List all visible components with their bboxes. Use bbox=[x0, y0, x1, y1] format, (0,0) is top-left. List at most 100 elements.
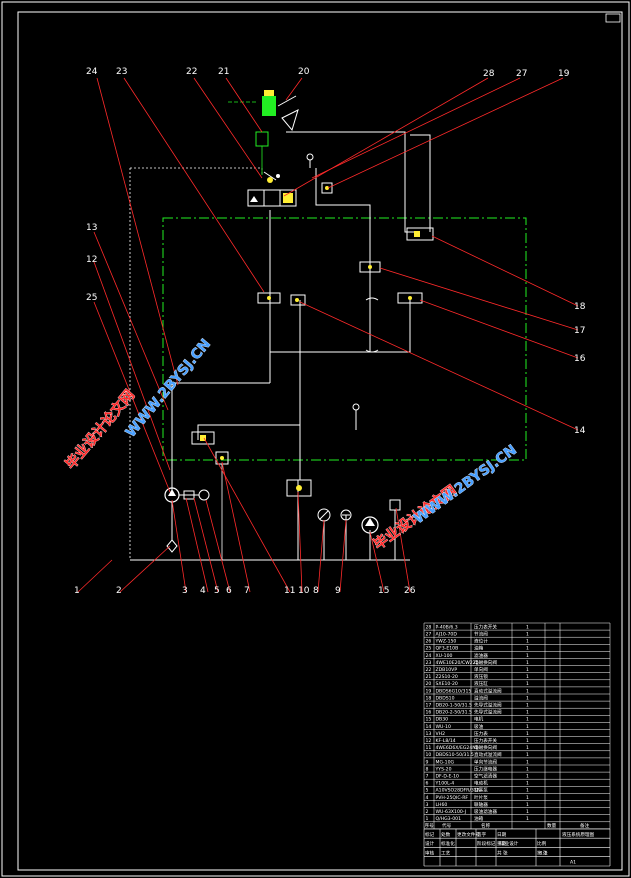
callout-26: 26 bbox=[404, 586, 416, 596]
header-qty: 数量 bbox=[547, 822, 557, 829]
title-block-cell: 比例 bbox=[537, 840, 547, 847]
part-name: 电磁换向阀 bbox=[474, 744, 497, 751]
scale-value: 1:1 bbox=[540, 850, 547, 856]
part-qty: 1 bbox=[526, 624, 529, 630]
part-number: 27 bbox=[426, 632, 432, 638]
part-code: P-40B/6.3 bbox=[436, 624, 458, 630]
part-name: 先导式溢流阀 bbox=[474, 702, 502, 709]
part-name: 单向阀 bbox=[474, 666, 488, 673]
part-code: PVH-25QIC-RF bbox=[436, 795, 469, 801]
part-name: 电磁换向阀 bbox=[474, 659, 497, 666]
part-number: 21 bbox=[426, 674, 432, 680]
part-qty: 1 bbox=[526, 681, 529, 687]
part-code: DF-D-E-10 bbox=[436, 774, 460, 780]
part-name: 单向节流阀 bbox=[474, 758, 497, 765]
valve-block-boundary bbox=[162, 217, 527, 461]
callout-6: 6 bbox=[226, 586, 232, 596]
part-number: 11 bbox=[426, 745, 432, 751]
part-number: 14 bbox=[426, 724, 432, 730]
callout-15: 15 bbox=[378, 586, 389, 596]
part-code: QF3-E10B bbox=[436, 646, 459, 652]
part-code: LH60 bbox=[436, 802, 448, 808]
part-qty: 1 bbox=[526, 653, 529, 659]
callout-28: 28 bbox=[483, 69, 495, 79]
part-name: 液位计 bbox=[474, 638, 488, 645]
frame-corner-mark bbox=[605, 13, 621, 23]
part-qty: 1 bbox=[526, 667, 529, 673]
callout-7: 7 bbox=[244, 586, 250, 596]
suction-filter bbox=[166, 502, 178, 553]
part-qty: 1 bbox=[526, 759, 529, 765]
callout-24: 24 bbox=[86, 67, 98, 77]
part-code: DBDS10 bbox=[436, 695, 455, 701]
part-number: 17 bbox=[426, 703, 432, 709]
part-code: 4WE10E20/CW220 bbox=[436, 660, 479, 666]
part-name: 吸油 bbox=[474, 723, 484, 730]
relief-valve-17 bbox=[359, 261, 381, 273]
part-code: 4WE6D6X/EG24N9 bbox=[436, 745, 479, 751]
part-code: MG-10G bbox=[436, 759, 455, 765]
part-name: 叶片泵 bbox=[474, 794, 488, 801]
part-name: 压力表 bbox=[474, 730, 488, 737]
part-name: 电动机 bbox=[474, 780, 488, 787]
part-number: 8 bbox=[426, 766, 429, 772]
callout-25: 25 bbox=[86, 293, 97, 303]
part-code: DB20-1-50/31.5 bbox=[436, 703, 472, 709]
title-block-cell: 设计 bbox=[425, 840, 435, 847]
part-number: 13 bbox=[426, 731, 432, 737]
title-block: 标记处数更改文件号签字日期设计标准化阶段标记重量比例审核工艺共 张第 张液压系统… bbox=[423, 828, 611, 867]
part-name: 空气滤清器 bbox=[474, 773, 497, 780]
part-qty: 1 bbox=[526, 766, 529, 772]
watermark-right: 毕业设计论文网 WWW.2BYSJ.CN bbox=[370, 442, 520, 554]
part-name: 直动式溢流阀 bbox=[474, 687, 502, 694]
callout-3: 3 bbox=[182, 586, 188, 596]
part-name: 液压锁 bbox=[474, 673, 488, 680]
part-number: 25 bbox=[426, 646, 432, 652]
relief-valve-16 bbox=[397, 292, 423, 304]
callout-17: 17 bbox=[574, 326, 585, 336]
callout-13: 13 bbox=[86, 223, 97, 233]
part-number: 23 bbox=[426, 660, 432, 666]
part-number: 16 bbox=[426, 710, 432, 716]
sheet-size: A1 bbox=[570, 860, 576, 866]
part-number: 12 bbox=[426, 738, 432, 744]
header-note: 备注 bbox=[580, 822, 590, 829]
cylinder-assembly bbox=[262, 90, 299, 132]
part-name: 压力表开关 bbox=[474, 623, 497, 630]
part-number: 10 bbox=[426, 752, 432, 758]
valve-mid-center bbox=[290, 294, 306, 306]
callout-27: 27 bbox=[516, 69, 527, 79]
title-block-cell: 第 张 bbox=[537, 849, 548, 856]
hydraulic-lock bbox=[255, 131, 269, 175]
title-block-cell: 审核 bbox=[425, 849, 435, 856]
school-label: 毕业设计 bbox=[500, 840, 519, 847]
callout-8: 8 bbox=[313, 586, 319, 596]
title-block-cell: 重量 bbox=[497, 840, 507, 847]
part-qty: 1 bbox=[526, 738, 529, 744]
part-number: 6 bbox=[426, 781, 429, 787]
air-filter-7 bbox=[215, 451, 229, 560]
leader-lines bbox=[77, 77, 579, 593]
title-block-cell: 处数 bbox=[441, 831, 451, 838]
part-number: 1 bbox=[426, 816, 429, 822]
part-name: 油箱 bbox=[474, 815, 484, 822]
part-name: 压力继电器 bbox=[474, 765, 497, 772]
part-qty: 1 bbox=[526, 688, 529, 694]
callout-12: 12 bbox=[86, 255, 97, 265]
part-number: 5 bbox=[426, 788, 429, 794]
part-name: 节流阀 bbox=[474, 631, 488, 638]
callout-19: 19 bbox=[558, 69, 570, 79]
part-name: 滤油器 bbox=[474, 652, 488, 659]
part-code: VH2 bbox=[436, 731, 446, 737]
gauge-top bbox=[306, 153, 314, 168]
title-block-cell: 阶段标记 bbox=[477, 840, 496, 847]
part-name: 溢流阀 bbox=[474, 694, 488, 701]
part-qty: 1 bbox=[526, 639, 529, 645]
callout-10: 10 bbox=[298, 586, 310, 596]
part-name: 压力表开关 bbox=[474, 737, 497, 744]
part-qty: 1 bbox=[526, 774, 529, 780]
part-name: 液压缸 bbox=[474, 680, 488, 687]
part-qty: 1 bbox=[526, 703, 529, 709]
